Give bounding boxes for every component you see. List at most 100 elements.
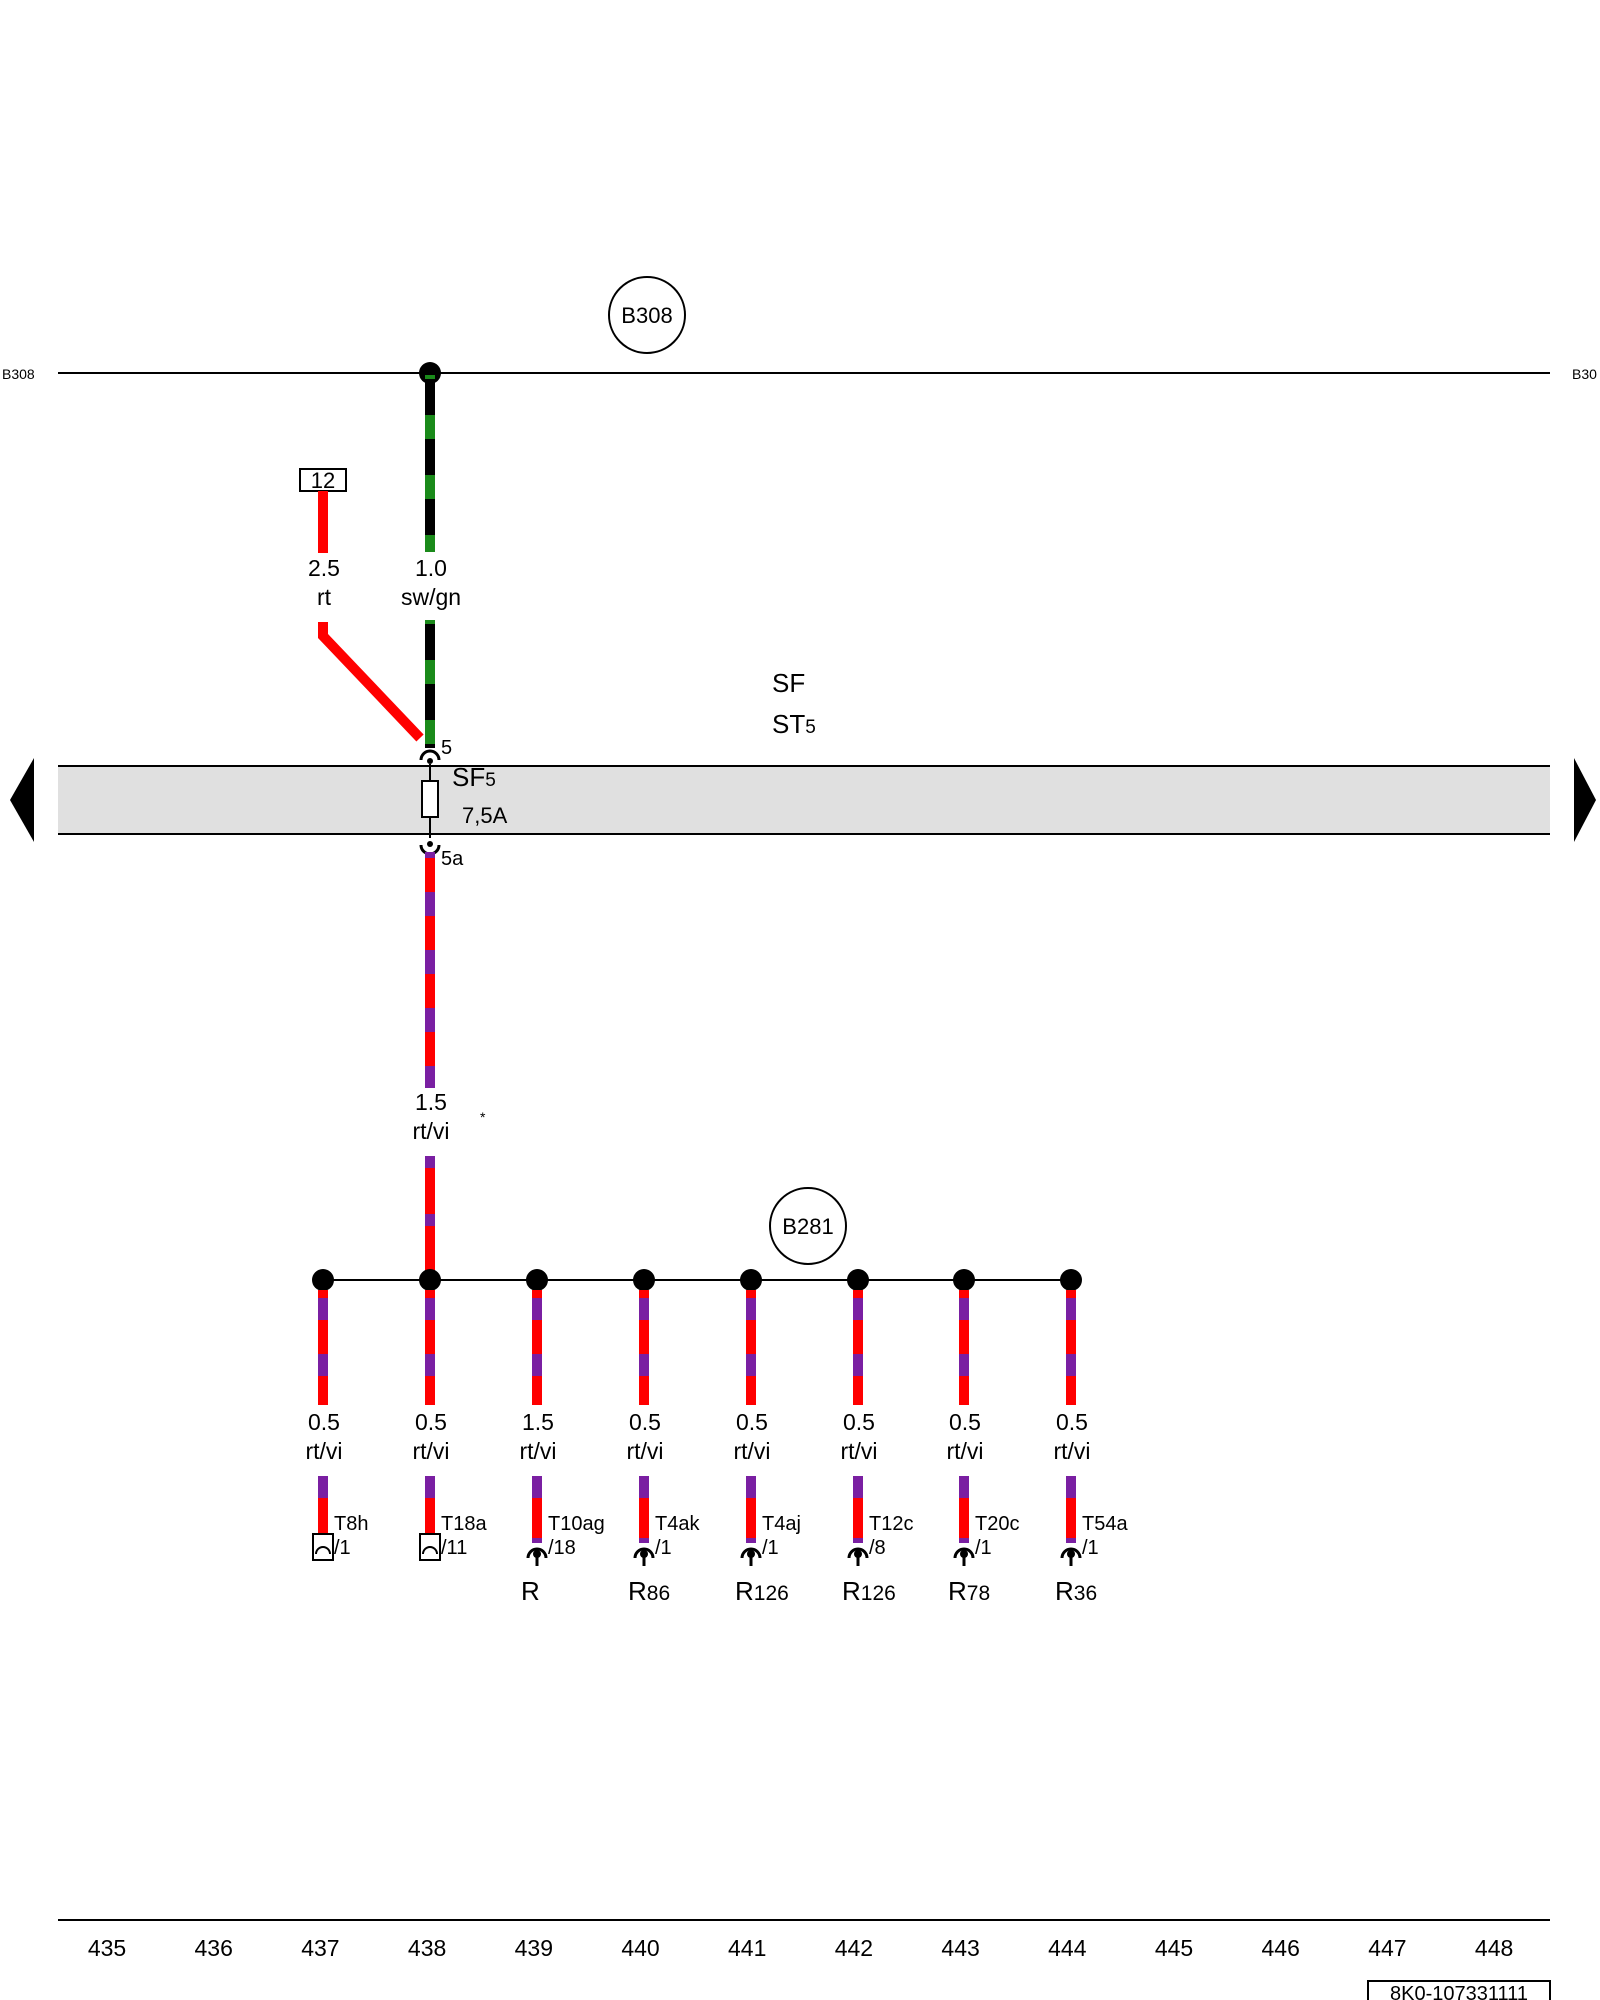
fuse-sf5: 5 SF5 7,5A 5a bbox=[419, 737, 508, 870]
bus-b281: B281 bbox=[323, 1187, 1071, 1281]
column-number: 437 bbox=[301, 1935, 339, 1961]
branch-wire-size: 0.5 bbox=[1056, 1409, 1088, 1435]
connector-pin: /1 bbox=[975, 1537, 992, 1559]
branch-wire-color: rt/vi bbox=[733, 1438, 770, 1464]
fuse-box-title: SF bbox=[772, 668, 805, 698]
junction-dot bbox=[740, 1269, 762, 1291]
bus-b281-badge: B281 bbox=[782, 1214, 833, 1239]
branch-wire-color: rt/vi bbox=[519, 1438, 556, 1464]
column-number: 443 bbox=[941, 1935, 979, 1961]
bus-b308-junction bbox=[419, 362, 441, 384]
branch-wire-size: 0.5 bbox=[949, 1409, 981, 1435]
connector-pin: /1 bbox=[655, 1537, 672, 1559]
connector-name: T20c bbox=[975, 1513, 1019, 1535]
junction-dot bbox=[312, 1269, 334, 1291]
connector-pin-icon bbox=[847, 1547, 869, 1559]
column-number: 448 bbox=[1475, 1935, 1513, 1961]
column-number: 441 bbox=[728, 1935, 766, 1961]
page-next-arrow[interactable] bbox=[1574, 758, 1596, 842]
wire-main-size: 1.5 bbox=[415, 1089, 447, 1115]
bus-b281-badge-circle bbox=[769, 1187, 847, 1265]
branch-wire-size: 0.5 bbox=[415, 1409, 447, 1435]
bus-b308-right-label: B30 bbox=[1572, 366, 1597, 382]
destination-label: R126 bbox=[735, 1576, 789, 1606]
bus-b308-badge: B308 bbox=[621, 303, 672, 328]
bus-b308-badge-circle bbox=[608, 276, 686, 354]
fuse-symbol bbox=[421, 780, 439, 818]
wire-terminal-12: 12 2.5 rt bbox=[299, 468, 424, 742]
doc-number-box: 8K0-107331111 bbox=[1367, 1980, 1551, 2000]
column-number: 447 bbox=[1368, 1935, 1406, 1961]
page-prev-arrow[interactable] bbox=[10, 758, 34, 842]
column-number: 436 bbox=[195, 1935, 233, 1961]
wire-feed: 1.0 sw/gn bbox=[401, 375, 461, 748]
junction-dot bbox=[1060, 1269, 1082, 1291]
destination-label: R36 bbox=[1055, 1576, 1097, 1606]
terminal-12-label: 12 bbox=[311, 468, 335, 493]
column-number: 435 bbox=[88, 1935, 126, 1961]
fuse-pin-in: 5 bbox=[441, 737, 452, 759]
branch-wire-color: rt/vi bbox=[1053, 1438, 1090, 1464]
connector-pin-icon bbox=[633, 1547, 655, 1559]
wire-feed-size: 1.0 bbox=[415, 555, 447, 581]
branch-wire-color: rt/vi bbox=[305, 1438, 342, 1464]
connector-pin: /11 bbox=[441, 1537, 467, 1559]
connector-name: T10ag bbox=[548, 1513, 605, 1535]
wire-12-color: rt bbox=[317, 584, 332, 610]
fuse-rating: 7,5A bbox=[462, 803, 508, 828]
junction-dot bbox=[526, 1269, 548, 1291]
connector-pin: /1 bbox=[762, 1537, 779, 1559]
branch-wire-size: 0.5 bbox=[308, 1409, 340, 1435]
column-number: 439 bbox=[515, 1935, 553, 1961]
wire-feed-color: sw/gn bbox=[401, 584, 461, 610]
column-number: 444 bbox=[1048, 1935, 1087, 1961]
bus-b308: B308 B30 B308 bbox=[2, 276, 1597, 384]
column-number: 442 bbox=[835, 1935, 873, 1961]
branch-wire-size: 0.5 bbox=[843, 1409, 875, 1435]
connector-name: T18a bbox=[441, 1513, 487, 1535]
wire-main: 1.5 rt/vi * bbox=[412, 852, 486, 1278]
junction-dot bbox=[847, 1269, 869, 1291]
wire-main-note: * bbox=[480, 1109, 486, 1125]
connector-name: T4aj bbox=[762, 1513, 801, 1535]
connector-name: T4ak bbox=[655, 1513, 700, 1535]
column-number: 445 bbox=[1155, 1935, 1193, 1961]
destination-label: R126 bbox=[842, 1576, 896, 1606]
branch-wire-size: 0.5 bbox=[736, 1409, 768, 1435]
connector-pin: /8 bbox=[869, 1537, 886, 1559]
column-number: 446 bbox=[1262, 1935, 1300, 1961]
destination-label: R86 bbox=[628, 1576, 670, 1606]
connector-pin: /18 bbox=[548, 1537, 576, 1559]
branch-wire-size: 1.5 bbox=[522, 1409, 554, 1435]
fuse-box-sf: SF ST5 bbox=[10, 668, 1596, 842]
connector-name: T8h bbox=[334, 1513, 368, 1535]
branch-wire-color: rt/vi bbox=[946, 1438, 983, 1464]
connector-pin-icon bbox=[1060, 1547, 1082, 1559]
junction-dot bbox=[953, 1269, 975, 1291]
branch-wire-color: rt/vi bbox=[412, 1438, 449, 1464]
fuse-box-subtitle: ST5 bbox=[772, 709, 816, 739]
bus-b308-left-label: B308 bbox=[2, 366, 35, 382]
connector-pin: /1 bbox=[334, 1537, 351, 1559]
junction-dot bbox=[633, 1269, 655, 1291]
connector-pin-icon bbox=[740, 1547, 762, 1559]
destination-label: R78 bbox=[948, 1576, 990, 1606]
branch-wire-size: 0.5 bbox=[629, 1409, 661, 1435]
connector-pin-icon bbox=[953, 1547, 975, 1559]
connector-pin: /1 bbox=[1082, 1537, 1099, 1559]
fuse-name: SF5 bbox=[452, 762, 496, 792]
branch-wire-color: rt/vi bbox=[840, 1438, 877, 1464]
branch-wire-color: rt/vi bbox=[626, 1438, 663, 1464]
wire-main-color: rt/vi bbox=[412, 1118, 449, 1144]
